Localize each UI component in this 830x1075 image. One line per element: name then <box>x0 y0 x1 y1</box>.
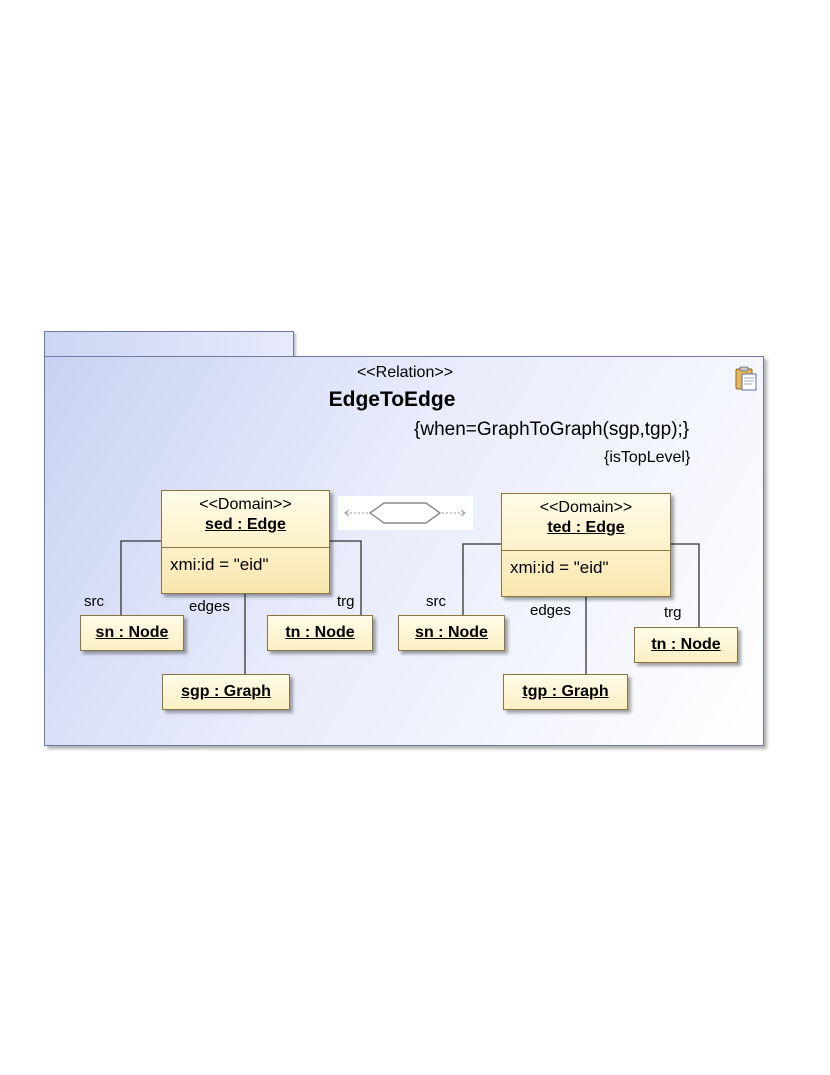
relation-name[interactable]: EdgeToEdge <box>328 388 456 411</box>
target-node-tn[interactable]: tn : Node <box>634 627 738 663</box>
clipboard-icon[interactable] <box>734 365 758 391</box>
source-node-tn[interactable]: tn : Node <box>267 615 373 651</box>
source-domain-stereotype: <<Domain>> <box>199 496 292 513</box>
source-domain-attribute: xmi:id = "eid" <box>170 555 269 574</box>
source-domain-box[interactable]: <<Domain>> sed : Edge xmi:id = "eid" <box>161 490 330 594</box>
target-src-label: src <box>426 593 446 610</box>
relation-stereotype: <<Relation>> <box>356 364 454 381</box>
target-node-sn[interactable]: sn : Node <box>398 615 505 651</box>
target-domain-attribute: xmi:id = "eid" <box>510 558 609 577</box>
target-domain-box[interactable]: <<Domain>> ted : Edge xmi:id = "eid" <box>501 493 671 597</box>
hexagon-transformation-icon <box>344 502 466 524</box>
source-node-sn[interactable]: sn : Node <box>80 615 184 651</box>
target-trg-label: trg <box>664 604 682 621</box>
target-domain-header: <<Domain>> ted : Edge <box>502 494 670 551</box>
source-graph-sgp[interactable]: sgp : Graph <box>162 674 290 710</box>
transformation-connector[interactable] <box>338 496 473 530</box>
relation-when-clause: {when=GraphToGraph(sgp,tgp);} <box>414 419 690 440</box>
target-edges-label: edges <box>530 602 571 619</box>
source-edges-label: edges <box>189 598 230 615</box>
source-domain-name: sed : Edge <box>205 516 286 533</box>
relation-top-level: {isTopLevel} <box>604 449 691 466</box>
target-graph-tgp[interactable]: tgp : Graph <box>503 674 628 710</box>
source-domain-header: <<Domain>> sed : Edge <box>162 491 329 548</box>
target-domain-stereotype: <<Domain>> <box>539 499 633 516</box>
relation-package-tab[interactable] <box>44 331 294 357</box>
source-trg-label: trg <box>337 593 355 610</box>
source-src-label: src <box>84 593 104 610</box>
target-domain-name: ted : Edge <box>547 519 625 536</box>
